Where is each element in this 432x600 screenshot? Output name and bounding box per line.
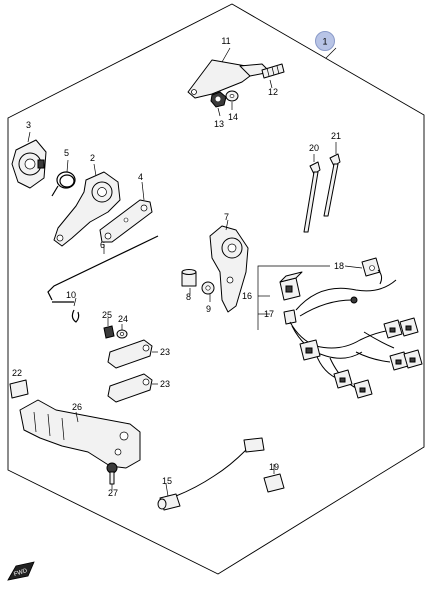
callout-6: 6 bbox=[100, 240, 105, 250]
callout-16: 16 bbox=[242, 291, 252, 301]
callout-13: 13 bbox=[214, 119, 224, 129]
callout-10: 10 bbox=[66, 290, 76, 300]
badge-circle bbox=[315, 31, 335, 51]
part-18-terminal bbox=[361, 257, 383, 285]
part-19-cap: 19 bbox=[263, 462, 285, 493]
part-12-bolt: 12 bbox=[261, 63, 285, 97]
callout-24: 24 bbox=[118, 314, 128, 324]
part-20-cable-tie: 20 bbox=[303, 143, 321, 233]
callout-3: 3 bbox=[26, 120, 31, 130]
part-27-screw: 27 bbox=[106, 462, 118, 498]
callout-bracket-16-17-18: 18 16 17 bbox=[242, 261, 363, 330]
callout-27: 27 bbox=[108, 488, 118, 498]
callout-21: 21 bbox=[331, 131, 341, 141]
part-23-joint-upper: 23 bbox=[107, 339, 170, 369]
callout-18: 18 bbox=[334, 261, 344, 271]
callout-14: 14 bbox=[228, 112, 238, 122]
callout-7: 7 bbox=[224, 212, 229, 222]
part-24-washer: 24 bbox=[116, 314, 128, 339]
callout-26: 26 bbox=[72, 402, 82, 412]
callout-19: 19 bbox=[269, 462, 279, 472]
callout-15: 15 bbox=[162, 476, 172, 486]
part-26-mounting-bracket: 26 bbox=[19, 399, 141, 469]
part-8-pin: 8 bbox=[181, 269, 197, 302]
part-3-cam: 3 bbox=[11, 120, 47, 189]
part-16-relay bbox=[279, 271, 303, 301]
assembly-badge[interactable]: 1 bbox=[315, 31, 337, 59]
part-21-cable-tie: 21 bbox=[323, 131, 341, 217]
wiring-harness bbox=[289, 279, 423, 399]
callout-22: 22 bbox=[12, 368, 22, 378]
part-22-pad: 22 bbox=[9, 368, 29, 399]
part-6-rod: 6 bbox=[47, 235, 159, 303]
callout-11: 11 bbox=[221, 36, 230, 46]
callout-17: 17 bbox=[264, 309, 274, 319]
part-2-lever: 2 bbox=[53, 153, 121, 247]
callout-2: 2 bbox=[90, 153, 95, 163]
callout-4: 4 bbox=[138, 172, 143, 182]
part-4-link: 4 bbox=[99, 172, 153, 243]
part-7-lever: 7 bbox=[209, 212, 249, 313]
assembly-boundary bbox=[7, 3, 425, 575]
part-9-washer: 9 bbox=[201, 281, 215, 314]
part-23-joint-lower: 23 bbox=[107, 373, 170, 403]
callout-9: 9 bbox=[206, 304, 211, 314]
part-15-cable: 15 bbox=[157, 437, 265, 511]
part-13-nut: 13 bbox=[210, 91, 227, 129]
callout-20: 20 bbox=[309, 143, 319, 153]
callout-5: 5 bbox=[64, 148, 69, 158]
callout-12: 12 bbox=[268, 87, 278, 97]
callout-23-lower: 23 bbox=[160, 379, 170, 389]
callout-8: 8 bbox=[186, 292, 191, 302]
callout-1: 1 bbox=[322, 37, 327, 47]
callout-25: 25 bbox=[102, 310, 112, 320]
part-14-washer: 14 bbox=[225, 90, 239, 122]
part-11-bracket: 11 bbox=[187, 36, 271, 99]
forward-direction-marker: FWD bbox=[7, 561, 35, 581]
callout-23-upper: 23 bbox=[160, 347, 170, 357]
part-5-spring: 5 bbox=[51, 148, 76, 197]
part-17-fuse bbox=[283, 309, 297, 325]
part-10-clip: 10 bbox=[66, 290, 80, 323]
fwd-label: FWD bbox=[13, 568, 28, 578]
part-25-bolt: 25 bbox=[102, 310, 115, 339]
